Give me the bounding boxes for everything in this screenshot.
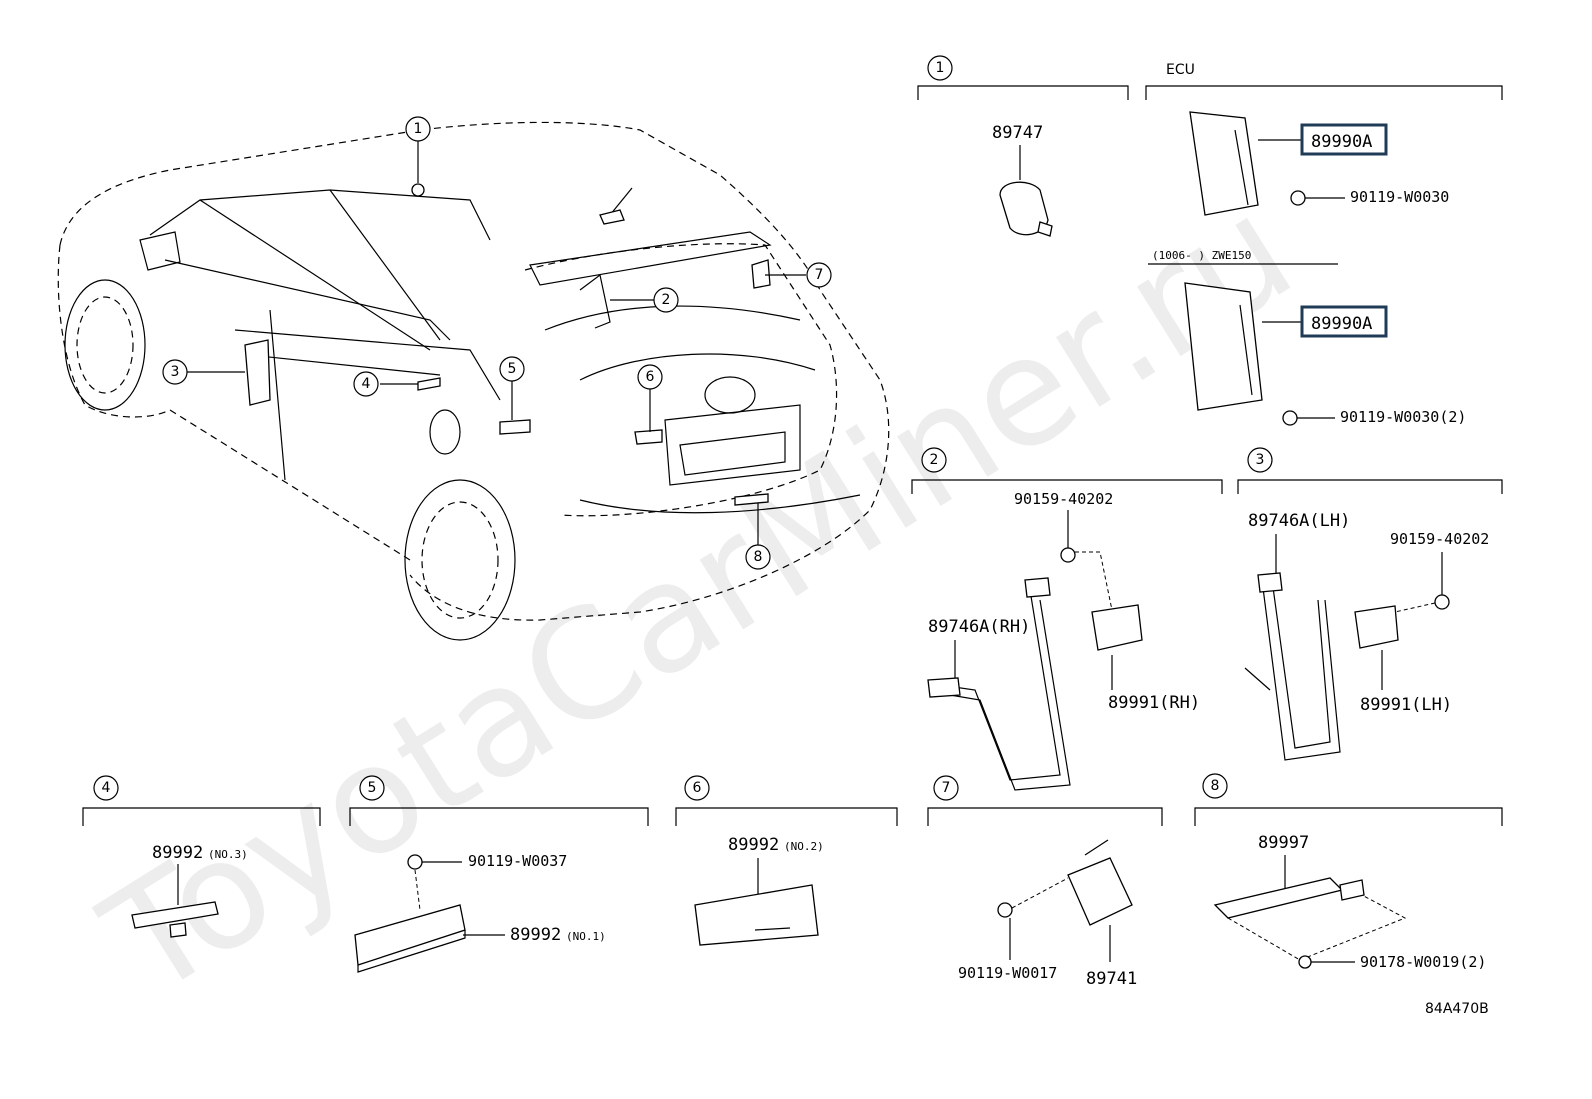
callout-1: 1 [405,116,431,142]
antenna-no3 [131,901,219,929]
antenna-89741 [1067,857,1133,926]
figure-code: 84A470B [1425,1001,1489,1017]
part-89990A-box [1300,123,1388,156]
callout-7: 7 [806,262,832,288]
svg-text:2: 2 [930,452,939,468]
harness-89746A-LH: 89746A(LH) [1248,511,1350,531]
part-89990A-label: 89990A [1311,132,1372,152]
section-ecu: ECU 89990A 90119-W0030 (1006- ) ZWE150 8… [1145,62,1503,426]
bolt-90159-40202-rh: 90159-40202 [1014,490,1113,508]
svg-text:6: 6 [693,780,702,796]
watermark: ToyotaCarMiner.ru [76,163,1321,1031]
part-89741-label: 89741 [1086,969,1137,989]
bolt-90119-W0030-2: 90119-W0030(2) [1340,408,1466,426]
svg-text:3: 3 [1256,452,1265,468]
sensor-89991-LH-label: 89991(LH) [1360,695,1452,715]
part-89747-label: 89747 [992,123,1043,143]
horn-sensor-part [999,181,1049,236]
part-89990A-alt-label: 89990A [1311,314,1372,334]
svg-text:2: 2 [662,292,671,308]
part-89990A-alt-box [1300,305,1388,338]
bolt-90119-W0017: 90119-W0017 [958,964,1057,982]
sensor-89991-lh [1354,605,1399,649]
harness-89746A-RH: 89746A(RH) [928,617,1030,637]
svg-text:4: 4 [102,780,111,796]
bolt-90178-W0019-2: 90178-W0019(2) [1360,953,1486,971]
bolt-90119-W0030: 90119-W0030 [1350,188,1449,206]
sensor-89991-rh [1091,604,1143,651]
svg-text:7: 7 [942,780,951,796]
section-7: 7 90119-W0017 89741 [927,775,1163,989]
part-89992-no1: 89992 [510,925,561,945]
svg-text:5: 5 [508,361,517,377]
sensor-89991-RH-label: 89991(RH) [1108,693,1200,713]
callout-4: 4 [353,371,379,397]
svg-text:6: 6 [646,369,655,385]
ecu-module-2 [1184,282,1263,411]
svg-text:8: 8 [754,549,763,565]
callout-6: 6 [637,364,663,390]
callout-2: 2 [653,287,679,313]
section-6: 6 89992 (NO.2) [675,775,898,946]
ecu-title: ECU [1166,62,1195,78]
callout-3: 3 [162,359,188,385]
section-2: 2 90159-40202 89746A(RH) 89991(RH) [911,447,1223,791]
bolt-90119-W0037: 90119-W0037 [468,852,567,870]
car-illustration [57,121,890,641]
ecu-module-1 [1189,111,1259,216]
svg-text:1: 1 [936,60,945,76]
svg-text:(NO.1): (NO.1) [566,930,606,943]
ecu-note: (1006- ) ZWE150 [1152,249,1251,262]
svg-text:(NO.3): (NO.3) [208,848,248,861]
svg-text:8: 8 [1211,778,1220,794]
svg-text:5: 5 [368,780,377,796]
callout-5: 5 [499,356,525,382]
antenna-no2 [694,884,819,946]
svg-text:1: 1 [414,121,423,137]
svg-text:3: 3 [171,364,180,380]
callout-8: 8 [745,544,771,570]
section-8: 8 89997 90178-W0019(2) [1194,773,1503,971]
section-1: 1 89747 [917,55,1129,237]
part-89992-no2: 89992 [728,835,779,855]
svg-text:7: 7 [815,267,824,283]
antenna-89997 [1213,877,1344,919]
svg-text:(NO.2): (NO.2) [784,840,824,853]
part-89997-label: 89997 [1258,833,1309,853]
section-5: 5 90119-W0037 89992 (NO.1) [349,775,649,973]
section-3: 3 89746A(LH) 90159-40202 89991(LH) [1237,447,1503,761]
bolt-90159-40202-lh: 90159-40202 [1390,530,1489,548]
section-4: 4 89992 (NO.3) [82,775,321,938]
svg-text:4: 4 [362,376,371,392]
part-89992-no3: 89992 [152,843,203,863]
